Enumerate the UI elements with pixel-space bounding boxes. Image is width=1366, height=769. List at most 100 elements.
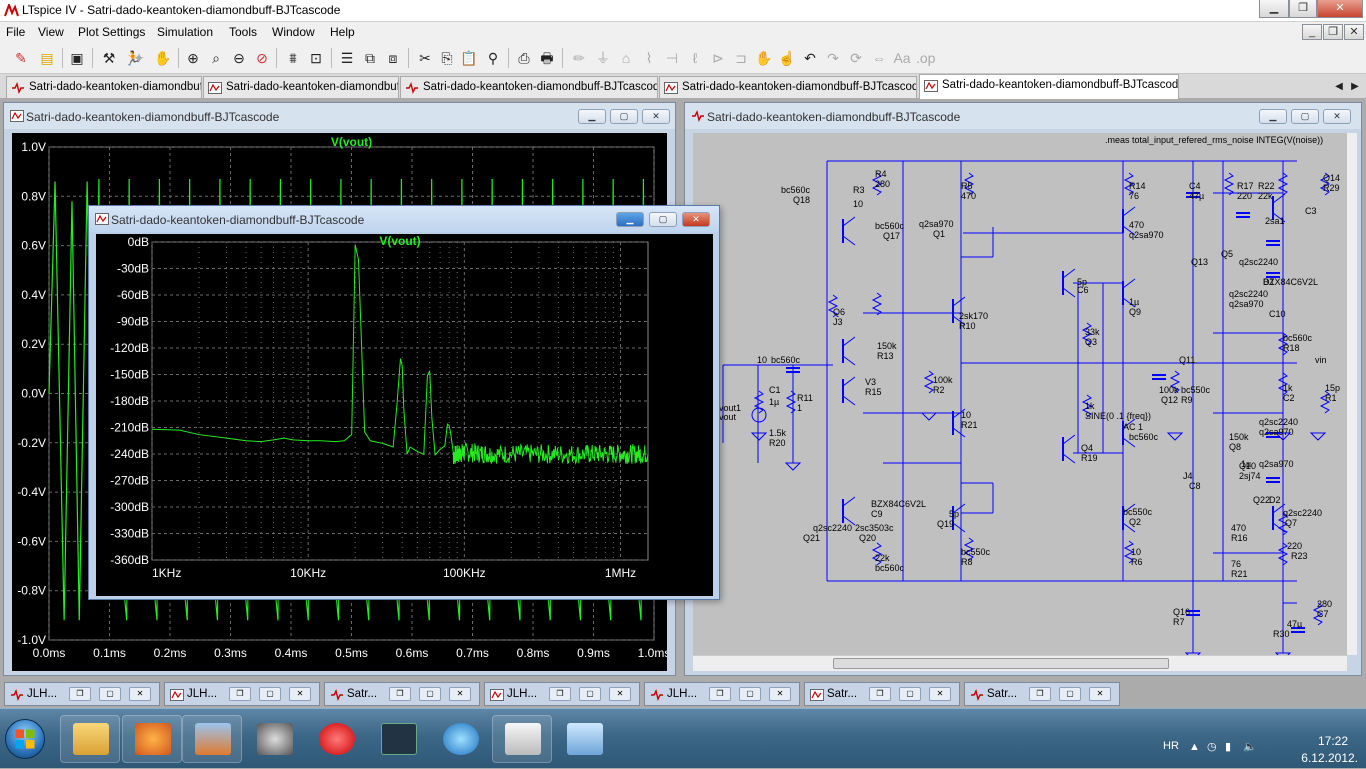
fft-plot-close-button[interactable]: ✕ bbox=[682, 212, 710, 227]
component-icon[interactable]: ⊐ bbox=[735, 50, 747, 66]
close-button[interactable]: ✕ bbox=[929, 687, 951, 701]
restore-button[interactable]: ❐ bbox=[229, 687, 251, 701]
open-schematic-icon[interactable]: ✎ bbox=[15, 50, 27, 66]
menu-help[interactable]: Help bbox=[330, 25, 355, 39]
restore-button[interactable]: ❐ bbox=[709, 687, 731, 701]
minimize-button[interactable]: ▁ bbox=[1259, 0, 1289, 18]
maximize-button[interactable]: ▢ bbox=[419, 687, 441, 701]
schematic-minimize-button[interactable]: ▁ bbox=[1259, 109, 1287, 124]
maximize-button[interactable]: ❐ bbox=[1289, 0, 1317, 18]
language-indicator[interactable]: HR bbox=[1163, 740, 1179, 752]
fft-plot-maximize-button[interactable]: ▢ bbox=[649, 212, 677, 227]
print-setup-icon[interactable]: ⎙ bbox=[518, 50, 530, 66]
menu-view[interactable]: View bbox=[38, 25, 64, 39]
zoom-out-icon[interactable]: ⊖ bbox=[233, 50, 245, 66]
capacitor-icon[interactable]: ⊣ bbox=[665, 50, 679, 66]
time-plot-titlebar[interactable]: Satri-dado-keantoken-diamondbuff-BJTcasc… bbox=[4, 103, 675, 129]
menu-tools[interactable]: Tools bbox=[229, 25, 258, 39]
restore-button[interactable]: ❐ bbox=[389, 687, 411, 701]
explorer-taskbar-icon[interactable] bbox=[60, 715, 120, 763]
close-button[interactable]: ✕ bbox=[1317, 0, 1363, 18]
autorange-icon[interactable]: ⩩ bbox=[289, 50, 297, 66]
text-icon[interactable]: Aa bbox=[893, 50, 911, 66]
find-icon[interactable]: ⚲ bbox=[487, 50, 499, 66]
maximize-button[interactable]: ▢ bbox=[579, 687, 601, 701]
close-button[interactable]: ✕ bbox=[1089, 687, 1111, 701]
minimized-window-1[interactable]: JLH...❐▢✕ bbox=[164, 682, 320, 706]
time-plot-close-button[interactable]: ✕ bbox=[642, 109, 670, 124]
minimized-window-6[interactable]: Satr...❐▢✕ bbox=[964, 682, 1120, 706]
ltspice-taskbar-icon[interactable] bbox=[492, 715, 552, 763]
zoom-area-icon[interactable]: ⌕ bbox=[212, 50, 220, 66]
menu-file[interactable]: File bbox=[6, 25, 26, 39]
scrollbar-thumb[interactable] bbox=[833, 658, 1169, 669]
wire-icon[interactable]: ✏ bbox=[573, 50, 585, 66]
fft-plot-titlebar[interactable]: Satri-dado-keantoken-diamondbuff-BJTcasc… bbox=[89, 206, 719, 232]
minimized-window-2[interactable]: Satr...❐▢✕ bbox=[324, 682, 480, 706]
mdi-close-button[interactable]: ✕ bbox=[1344, 24, 1364, 40]
save-icon[interactable]: ▣ bbox=[70, 50, 84, 66]
tab-waveform-2[interactable]: Satri-dado-keantoken-diamondbuff-BJTcasc… bbox=[659, 76, 917, 98]
clock-time[interactable]: 17:22 bbox=[1317, 734, 1348, 748]
cascade-icon[interactable]: ⧉ bbox=[365, 50, 375, 66]
network-icon[interactable]: ▮ bbox=[1225, 741, 1232, 753]
volume-icon[interactable]: 🔈 bbox=[1243, 741, 1257, 753]
minimized-window-4[interactable]: JLH...❐▢✕ bbox=[644, 682, 800, 706]
clock-date[interactable]: 6.12.2012. bbox=[1301, 751, 1358, 765]
tab-waveform-3[interactable]: Satri-dado-keantoken-diamondbuff-BJTcasc… bbox=[919, 74, 1179, 99]
maximize-button[interactable]: ▢ bbox=[739, 687, 761, 701]
paste-icon[interactable]: 📋 bbox=[460, 50, 478, 66]
close-button[interactable]: ✕ bbox=[289, 687, 311, 701]
mdi-restore-button[interactable]: ❐ bbox=[1323, 24, 1343, 40]
schematic-maximize-button[interactable]: ▢ bbox=[1291, 109, 1319, 124]
schematic-canvas[interactable]: .meas total_input_refered_rms_noise INTE… bbox=[693, 133, 1347, 655]
close-button[interactable]: ✕ bbox=[609, 687, 631, 701]
close-windows-icon[interactable]: ⧈ bbox=[388, 50, 398, 66]
run-icon[interactable]: 🏃 bbox=[124, 50, 142, 66]
tab-waveform-1[interactable]: Satri-dado-keantoken-diamondbuff bbox=[203, 76, 399, 98]
time-plot-maximize-button[interactable]: ▢ bbox=[610, 109, 638, 124]
ground-icon[interactable]: ⏚ bbox=[596, 50, 610, 66]
app-taskbar-icon-9[interactable] bbox=[554, 715, 614, 763]
inductor-icon[interactable]: ℓ bbox=[692, 50, 698, 66]
diode-icon[interactable]: ⊳ bbox=[712, 50, 724, 66]
mirror-icon[interactable]: ⇔ bbox=[872, 50, 886, 66]
close-button[interactable]: ✕ bbox=[129, 687, 151, 701]
start-button[interactable] bbox=[5, 719, 45, 759]
zoom-in-icon[interactable]: ⊕ bbox=[187, 50, 199, 66]
halt-icon[interactable]: ✦ bbox=[133, 50, 145, 66]
print-icon[interactable]: 🖶 bbox=[540, 50, 554, 66]
mdi-minimize-button[interactable]: _ bbox=[1302, 24, 1322, 40]
schematic-vertical-scrollbar[interactable] bbox=[1347, 133, 1357, 655]
pan-icon[interactable]: ✋ bbox=[154, 50, 172, 66]
restore-button[interactable]: ❐ bbox=[869, 687, 891, 701]
fft-plot-minimize-button[interactable]: ▁ bbox=[616, 212, 644, 227]
tab-scroll-left-icon[interactable]: ◀ bbox=[1335, 81, 1343, 92]
maximize-button[interactable]: ▢ bbox=[1059, 687, 1081, 701]
maximize-button[interactable]: ▢ bbox=[99, 687, 121, 701]
close-button[interactable]: ✕ bbox=[449, 687, 471, 701]
menu-simulation[interactable]: Simulation bbox=[157, 25, 214, 39]
maximize-button[interactable]: ▢ bbox=[259, 687, 281, 701]
app-taskbar-icon-3[interactable] bbox=[182, 715, 242, 763]
restore-button[interactable]: ❐ bbox=[549, 687, 571, 701]
redo-icon[interactable]: ↷ bbox=[827, 50, 839, 66]
minimized-window-0[interactable]: JLH...❐▢✕ bbox=[4, 682, 160, 706]
schematic-horizontal-scrollbar[interactable] bbox=[693, 655, 1347, 671]
minimized-window-3[interactable]: JLH...❐▢✕ bbox=[484, 682, 640, 706]
restore-button[interactable]: ❐ bbox=[69, 687, 91, 701]
drag-icon[interactable]: ☝ bbox=[778, 50, 796, 66]
move-icon[interactable]: ✋ bbox=[755, 50, 773, 66]
app-taskbar-icon-2[interactable] bbox=[122, 715, 182, 763]
spice-directive-icon[interactable]: .op bbox=[916, 50, 936, 66]
copy-icon[interactable]: ⎘ bbox=[441, 50, 453, 66]
sync-icon[interactable]: ◷ bbox=[1207, 741, 1217, 753]
chevron-up-icon[interactable]: ▲ bbox=[1189, 741, 1200, 753]
minimized-window-5[interactable]: Satr...❐▢✕ bbox=[804, 682, 960, 706]
tab-schematic-1[interactable]: Satri-dado-keantoken-diamondbuff bbox=[6, 76, 202, 98]
fit-icon[interactable]: ⊡ bbox=[310, 50, 322, 66]
undo-icon[interactable]: ↶ bbox=[804, 50, 816, 66]
schematic-drawing[interactable]: .meas total_input_refered_rms_noise INTE… bbox=[693, 133, 1347, 655]
